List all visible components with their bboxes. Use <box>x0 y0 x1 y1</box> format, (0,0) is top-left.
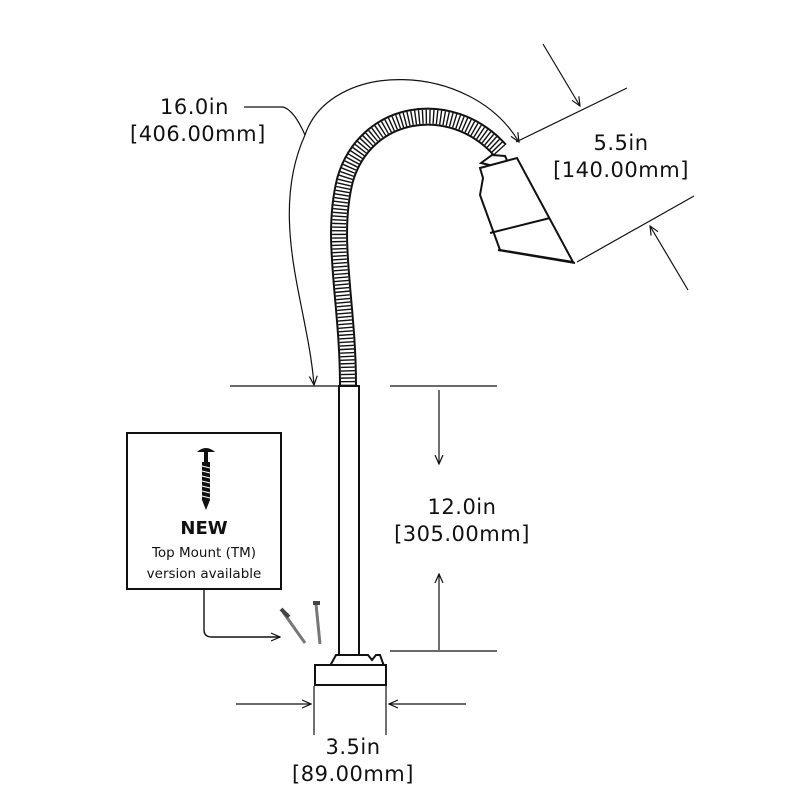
arm-dimension-leader <box>230 79 519 387</box>
lamp-stem <box>338 385 360 659</box>
screws-icon <box>279 601 322 645</box>
screw-icon <box>197 448 215 510</box>
base-dimension-lines <box>236 686 466 735</box>
callout-leader <box>203 590 280 637</box>
callout-line-2: version available <box>146 566 262 582</box>
head-length-imperial: 5.5in <box>593 131 649 155</box>
head-dimension-lines <box>515 43 695 291</box>
callout-line-1: Top Mount (TM) <box>151 545 257 561</box>
arm-length-dimension: 16.0in [406.00mm] <box>130 94 270 148</box>
base-width-imperial: 3.5in <box>325 735 381 759</box>
stem-dimension-lines <box>390 385 497 652</box>
gooseneck-arm <box>330 107 507 387</box>
top-mount-callout-box: NEW Top Mount (TM) version available <box>126 432 282 590</box>
lamp-base <box>314 654 387 686</box>
stem-height-metric: [305.00mm] <box>394 522 530 546</box>
arm-length-metric: [406.00mm] <box>130 122 266 146</box>
arm-length-imperial: 16.0in <box>160 95 229 119</box>
head-length-dimension: 5.5in [140.00mm] <box>546 130 696 184</box>
lamp-head <box>478 153 576 264</box>
base-width-metric: [89.00mm] <box>292 762 414 786</box>
head-length-metric: [140.00mm] <box>553 158 689 182</box>
stem-height-imperial: 12.0in <box>427 495 497 519</box>
callout-title: NEW <box>180 518 228 539</box>
stem-height-dimension: 12.0in [305.00mm] <box>382 494 542 548</box>
base-width-dimension: 3.5in [89.00mm] <box>278 734 428 788</box>
